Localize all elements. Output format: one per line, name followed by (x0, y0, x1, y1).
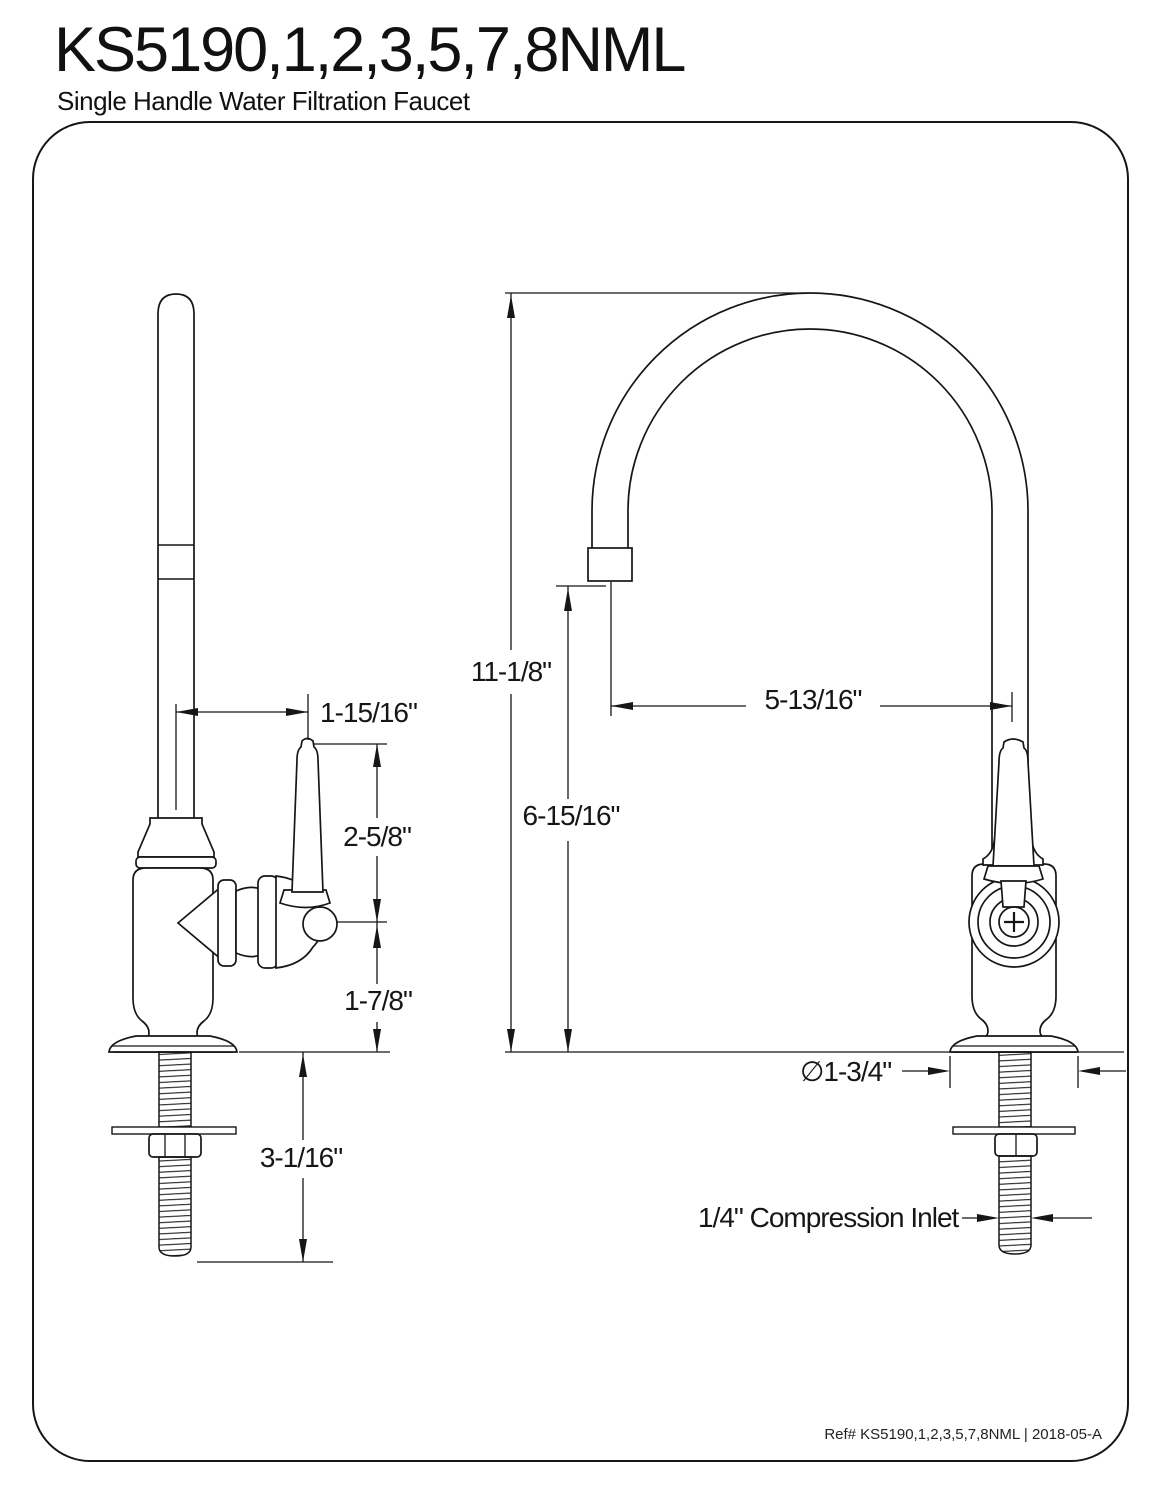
front-view-dimension-lines (505, 292, 1126, 1219)
front-washer (952, 1126, 1076, 1135)
front-gooseneck-outer (591, 292, 1029, 864)
page-subtitle: Single Handle Water Filtration Faucet (57, 86, 470, 116)
dim-label-compression-inlet: 1/4" Compression Inlet (698, 1202, 959, 1233)
front-view-dimension-arrows (507, 295, 1100, 1222)
dim-label-shank-length: 3-1/16" (259, 1142, 343, 1173)
front-base-flange (949, 1035, 1079, 1053)
dim-label-handle-offset: 1-15/16" (320, 697, 418, 728)
side-view-dimension-arrows (176, 708, 381, 1262)
side-spout-band (158, 544, 194, 580)
side-hex-nut (148, 1133, 202, 1158)
drawing-border (32, 121, 1129, 1462)
side-handle-collar (278, 889, 332, 909)
dim-label-handle-height: 2-5/8" (343, 821, 412, 852)
side-base-flange (108, 1035, 238, 1053)
dim-label-base-diameter: ∅1-3/4" (800, 1056, 892, 1087)
side-handle-lever (291, 737, 324, 893)
front-aerator (587, 547, 633, 582)
front-shank-threads-lower (998, 1155, 1032, 1255)
front-shank-threads-upper (998, 1051, 1032, 1128)
front-gooseneck-inner (627, 328, 993, 864)
side-shank-threads-upper (158, 1051, 192, 1128)
side-washer (111, 1126, 237, 1135)
dim-label-spout-reach: 5-13/16" (764, 684, 863, 715)
dim-label-spout-clearance: 6-15/16" (522, 800, 621, 831)
front-view-drawing (587, 292, 1079, 1255)
side-shank-threads-lower (158, 1156, 192, 1257)
dim-label-body-height: 1-7/8" (344, 985, 413, 1016)
front-handle-lever (992, 738, 1035, 867)
side-collar (137, 817, 215, 858)
dim-label-overall-height: 11-1/8" (470, 656, 552, 687)
side-spout (157, 293, 195, 821)
reference-footer: Ref# KS5190,1,2,3,5,7,8NML | 2018-05-A (824, 1426, 1102, 1443)
page-title: KS5190,1,2,3,5,7,8NML (54, 15, 686, 85)
side-view-drawing (108, 293, 338, 1257)
